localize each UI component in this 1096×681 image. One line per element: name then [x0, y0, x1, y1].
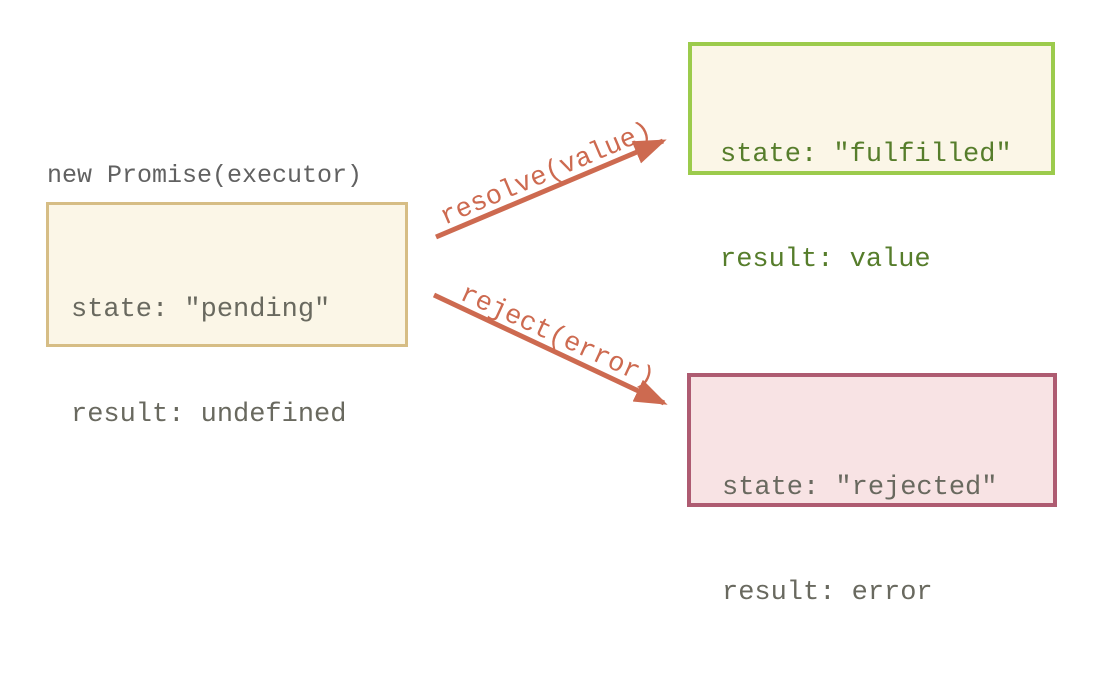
reject-arrow-label: reject(error) — [455, 280, 659, 395]
fulfilled-state-line: state: "fulfilled" — [720, 140, 1012, 170]
fulfilled-result-line: result: value — [720, 245, 931, 275]
rejected-box: state: "rejected" result: error — [687, 373, 1057, 608]
pending-box: state: "pending" result: undefined — [46, 202, 408, 430]
reject-arrow-icon — [432, 292, 668, 406]
promise-state-diagram: new Promise(executor) state: "pending" r… — [46, 42, 1057, 608]
rejected-result-line: result: error — [722, 578, 933, 608]
resolve-arrow-label: resolve(value) — [436, 117, 657, 233]
new-promise-label: new Promise(executor) — [47, 161, 363, 190]
rejected-state-line: state: "rejected" — [722, 473, 998, 503]
fulfilled-box: state: "fulfilled" result: value — [688, 42, 1055, 275]
resolve-arrow-icon — [435, 138, 667, 240]
pending-result-line: result: undefined — [71, 400, 347, 430]
pending-state-line: state: "pending" — [71, 295, 331, 325]
